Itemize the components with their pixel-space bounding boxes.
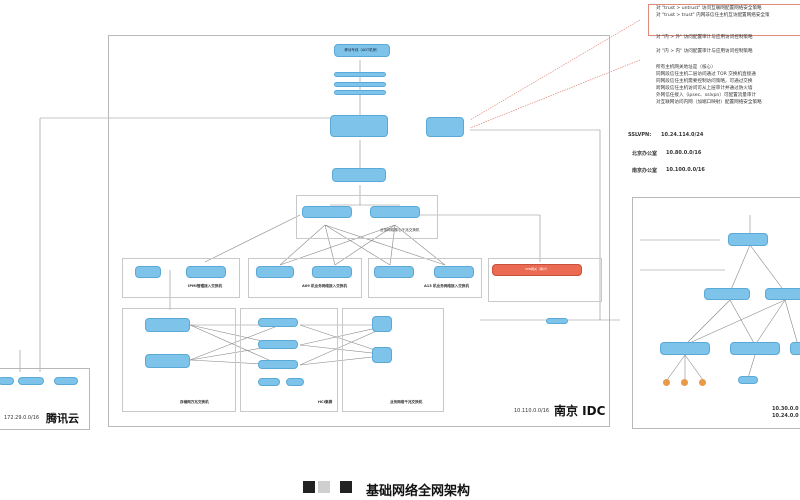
footer-logo-icon-left [303,481,315,493]
note-4: 对 "内 > 内" 访问配置审计与应用访问控制策略 [656,49,753,54]
nanjing-office-label: 南京办公室 [632,168,658,174]
router-node-2[interactable] [334,82,386,87]
router-node-3[interactable] [334,90,386,95]
vpn-gateway-label: VPN网关（审计） [524,267,550,272]
zone-a13-title: A13 机业务网络接入交换机 [424,284,469,288]
zone-vpn [488,258,602,302]
a13-switch-a[interactable] [374,266,414,278]
note-10: 对互联网访问内网（加端口映射）配置网络安全策略 [656,100,762,105]
zone-storage [122,308,236,412]
endpoint-icon-3 [699,379,706,386]
right-site-frame [632,197,800,429]
right-access-b[interactable] [730,342,780,355]
zone-a09 [248,258,362,298]
a09-switch-b[interactable] [312,266,352,278]
right-host-node[interactable] [738,376,758,384]
notes-panel-top [648,4,800,36]
right-access-a[interactable] [660,342,710,355]
core-switch-a[interactable] [302,206,352,218]
storage-switch-a[interactable] [145,318,190,332]
tencent-node-2[interactable] [18,377,44,385]
zone-a09-title: A09 机业务网络接入交换机 [302,284,347,288]
vpn-gateway-node[interactable]: VPN网关（审计） [492,264,582,276]
note-6: 同网段信任主机二层访问通过 TOR 交换机直接通 [656,72,756,77]
a09-switch-a[interactable] [256,266,294,278]
firewall-node[interactable] [330,115,388,137]
storage-switch-b[interactable] [145,354,190,368]
core-switch-zone [296,195,438,239]
note-9: 外网信任接入（ipsec、sslvpn）可配置流量审计 [656,93,757,98]
endpoint-icon-2 [681,379,688,386]
zone-ipmi-title: IPMI管理接入交换机 [188,284,223,288]
hci-node-5[interactable] [286,378,304,386]
footer-logo-icon-mid [318,481,330,493]
gigabit-switch-a[interactable] [372,316,392,332]
idc-name: 南京 IDC [554,404,606,418]
note-7: 同网段信任主机需要控制访问策略，可通过交换 [656,79,753,84]
zone-hci-title: HCI集群 [318,400,333,404]
hci-node-1[interactable] [258,318,298,327]
zone-storage-title: 存储网万兆交换机 [180,400,209,404]
router-node-1[interactable] [334,72,386,77]
zone-a13 [368,258,482,298]
footer-title: 基础网络全网架构 [366,484,471,499]
internet-uplink-label: 移动专线（ADT机房） [344,47,380,52]
ipmi-switch-a[interactable] [135,266,161,278]
right-dist-b[interactable] [765,288,800,300]
zone-hci [240,308,338,412]
ipmi-switch-b[interactable] [186,266,226,278]
zone-gigabit-title: 业务网络千兆交换机 [390,400,423,404]
nanjing-idc-frame [108,35,610,427]
hci-node-3[interactable] [258,360,298,369]
a13-switch-b[interactable] [434,266,474,278]
beijing-office-label: 北京办公室 [632,151,658,157]
footer-logo-icon-right [340,481,352,493]
sslvpn-value: 10.24.114.0/24 [661,132,704,138]
note-1: 对 "trust > untrust" 访问互联网配置网络安全策略 [656,6,762,11]
core-switch-label: 业务网络核心千兆交换机 [380,228,420,232]
sslvpn-label: SSLVPN: [628,132,652,138]
right-access-c[interactable] [790,342,800,355]
tencent-node-3[interactable] [54,377,78,385]
idc-cidr: 10.110.0.0/16 [514,408,550,414]
tencent-name: 腾讯云 [46,412,79,425]
right-site-cidr-1: 10.30.0.0 [772,406,799,412]
note-5: 所有主机网关地址是（核心） [656,65,716,70]
audit-node[interactable] [426,117,464,137]
hci-node-4[interactable] [258,378,280,386]
zone-gigabit [342,308,444,412]
right-dist-a[interactable] [704,288,750,300]
right-site-cidr-2: 10.24.0.0 [772,413,799,419]
gigabit-switch-b[interactable] [372,347,392,363]
endpoint-icon-1 [663,379,670,386]
zone-ipmi [122,258,240,298]
tencent-cloud-frame [0,368,90,430]
note-3: 对 "内 > 外" 访问配置审计与应用访问控制策略 [656,35,753,40]
core-switch-b[interactable] [370,206,420,218]
nanjing-office-value: 10.100.0.0/16 [666,167,705,173]
core-router-node[interactable] [332,168,386,182]
note-8: 跨网段信任主机访问可从上层审计并通过防火墙 [656,86,753,91]
right-core-node[interactable] [728,233,768,246]
tencent-node-1[interactable] [0,377,14,385]
beijing-office-value: 10.80.0.0/16 [666,150,702,156]
tencent-cidr: 172.29.0.0/16 [4,415,40,421]
hci-node-2[interactable] [258,340,298,349]
note-2: 对 "trust > trust" 内网非信任主机互访配置网络安全策 [656,13,770,18]
branch-router-node[interactable] [546,318,568,324]
internet-uplink-node[interactable]: 移动专线（ADT机房） [334,44,390,57]
